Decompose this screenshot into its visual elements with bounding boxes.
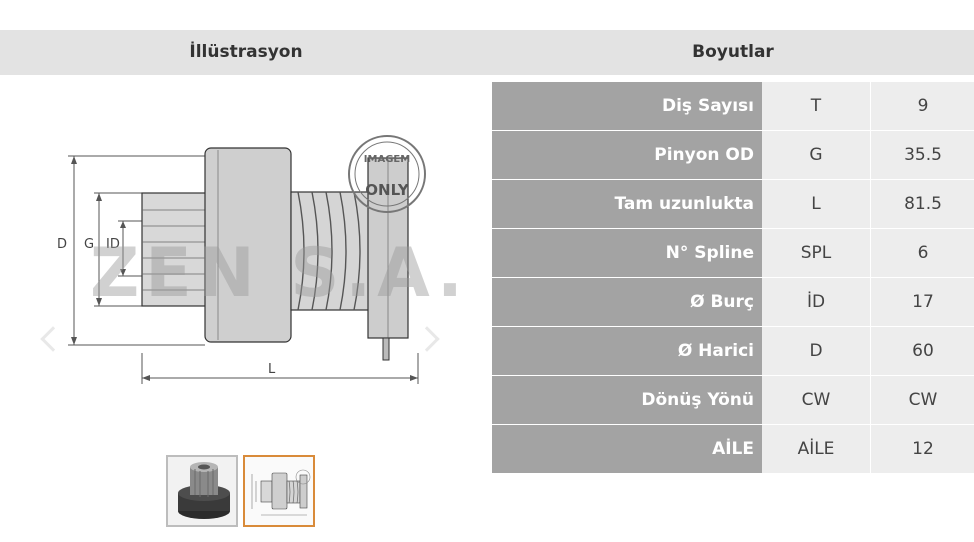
spec-value: 12 [870, 424, 974, 474]
helical-sleeve [290, 191, 370, 311]
spec-value: 9 [870, 82, 974, 131]
pinion-gear [141, 192, 207, 307]
stamp-text-top: IMAGEM [364, 154, 410, 165]
spec-label: Ø Harici [492, 326, 762, 376]
stamp-text-bottom: ONLY [365, 181, 410, 199]
spec-code: D [762, 326, 871, 376]
spec-value: 60 [870, 326, 974, 376]
spec-label: Pinyon OD [492, 130, 762, 180]
spec-value: 17 [870, 277, 974, 327]
spec-value: 35.5 [870, 130, 974, 180]
dim-label-d: D [57, 237, 67, 252]
spec-label: N° Spline [492, 228, 762, 278]
thumbnail-photo[interactable] [166, 455, 238, 527]
dim-label-l: L [268, 362, 276, 377]
spec-code: G [762, 130, 871, 180]
illustration-stamp: IMAGEM ONLY [348, 135, 426, 213]
spec-label: Ø Burç [492, 277, 762, 327]
spec-label: Tam uzunlukta [492, 179, 762, 229]
thumbnail-illustration-image [251, 469, 311, 516]
spec-label: Dönüş Yönü [492, 375, 762, 425]
spec-label: Diş Sayısı [492, 82, 762, 131]
spec-label: AİLE [492, 424, 762, 474]
spec-code: İD [762, 277, 871, 327]
illustration-title: İllüstrasyon [189, 42, 303, 62]
spec-code: SPL [762, 228, 871, 278]
dim-label-g: G [84, 237, 94, 252]
spec-code: T [762, 82, 871, 131]
spec-code: AİLE [762, 424, 871, 474]
spec-value: 6 [870, 228, 974, 278]
dim-label-id: ID [106, 237, 120, 252]
spec-value: 81.5 [870, 179, 974, 229]
product-illustration: D G ID L ZEN S.A. IM [57, 135, 460, 384]
dimensions-title: Boyutlar [692, 42, 774, 62]
spec-code: L [762, 179, 871, 229]
thumbnail-photo-image [178, 462, 230, 519]
thumbnail-illustration[interactable] [243, 455, 315, 527]
spec-code: CW [762, 375, 871, 425]
watermark: ZEN S.A. [90, 234, 460, 313]
spec-value: CW [870, 375, 974, 425]
section-header: İllüstrasyon Boyutlar [0, 30, 974, 75]
